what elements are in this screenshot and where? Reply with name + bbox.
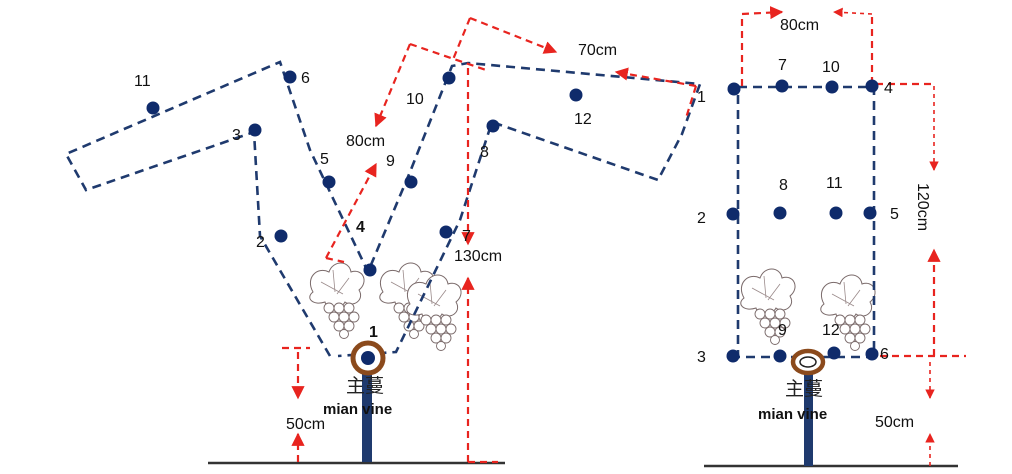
right-trunk-core — [799, 356, 817, 368]
left-bud-4: 4 — [356, 219, 365, 236]
right-dim-base-height: 50cm — [875, 414, 914, 431]
left-bud-6: 6 — [301, 70, 310, 87]
right-diagram: 1 2 3 4 5 6 7 8 9 10 11 12 80cm 120cm 50… — [697, 6, 966, 468]
left-bud-11: 11 — [134, 73, 151, 90]
left-bud-7: 7 — [462, 228, 471, 245]
right-bud-1: 1 — [697, 89, 706, 106]
left-trellis-frame — [64, 60, 702, 358]
right-bud-7: 7 — [778, 57, 787, 74]
left-dim-base-height: 50cm — [286, 416, 325, 433]
left-bud-dots — [146, 70, 583, 277]
left-main-vine-trunk — [362, 370, 372, 462]
left-bud-9: 9 — [386, 153, 395, 170]
left-dim-arm-width: 80cm — [346, 133, 385, 150]
left-bud-12: 12 — [574, 111, 592, 128]
left-bud-8: 8 — [480, 144, 489, 161]
right-trunk-label-en: mian vine — [758, 406, 827, 423]
right-grape-decoration — [740, 268, 876, 351]
right-main-vine-trunk — [804, 370, 813, 466]
right-dim-top-width: 80cm — [780, 17, 819, 34]
left-dimension-lines — [282, 16, 698, 464]
left-dim-top-width: 70cm — [578, 42, 617, 59]
right-trunk-label-cn: 主蔓 — [785, 378, 823, 400]
right-bud-dots — [726, 79, 879, 363]
left-bud-2: 2 — [256, 234, 265, 251]
right-bud-11: 11 — [826, 175, 843, 192]
right-dim-height: 120cm — [914, 183, 931, 231]
left-trunk-label-en: mian vine — [323, 401, 392, 418]
right-bud-10: 10 — [822, 59, 840, 76]
left-bud-1: 1 — [369, 324, 378, 341]
right-bud-8: 8 — [779, 177, 788, 194]
left-trunk-label-cn: 主蔓 — [346, 375, 384, 397]
right-bud-5: 5 — [890, 206, 899, 223]
left-diagram: 1 2 3 4 5 6 7 8 9 10 11 12 70cm 80cm 130… — [64, 16, 702, 465]
right-bud-12: 12 — [822, 322, 840, 339]
right-bud-2: 2 — [697, 210, 706, 227]
right-bud-9: 9 — [778, 322, 787, 339]
left-trunk-core — [361, 351, 375, 365]
left-bud-5: 5 — [320, 151, 329, 168]
right-bud-4: 4 — [884, 80, 893, 97]
right-dimension-lines — [740, 6, 966, 466]
right-bud-3: 3 — [697, 349, 706, 366]
right-bud-numbers: 1 2 3 4 5 6 7 8 9 10 11 12 — [697, 57, 899, 366]
left-bud-10: 10 — [406, 91, 424, 108]
left-bud-3: 3 — [232, 127, 241, 144]
left-bud-numbers: 1 2 3 4 5 6 7 8 9 10 11 12 — [134, 70, 592, 341]
left-grape-decoration — [309, 262, 462, 351]
right-bud-6: 6 — [880, 346, 889, 363]
left-dim-height: 130cm — [454, 248, 502, 265]
